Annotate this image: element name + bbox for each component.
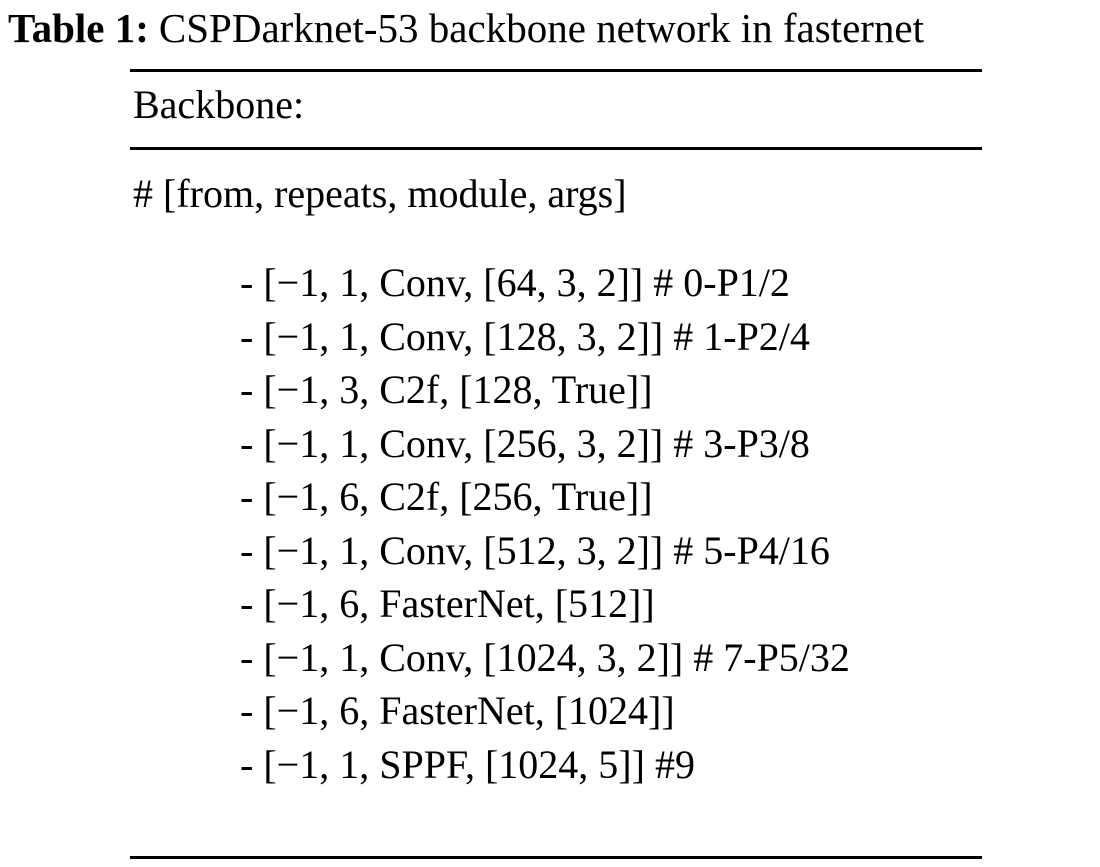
layer-row-6: - [−1, 6, FasterNet, [512]] xyxy=(240,581,655,626)
layer-row-9: - [−1, 1, SPPF, [1024, 5]] #9 xyxy=(240,741,695,787)
layer-row-8: - [−1, 6, FasterNet, [1024]] xyxy=(240,688,675,733)
layer-row-1: - [−1, 1, Conv, [128, 3, 2]] # 1-P2/4 xyxy=(240,313,810,359)
layer-row-0: - [−1, 1, Conv, [64, 3, 2]] # 0-P1/2 xyxy=(240,260,790,305)
layer-row-4: - [−1, 6, C2f, [256, True]] xyxy=(240,474,653,519)
caption-text: CSPDarknet-53 backbone network in faster… xyxy=(158,5,925,51)
header-rule xyxy=(130,147,982,150)
layer-row-7: - [−1, 1, Conv, [1024, 3, 2]] # 7-P5/32 xyxy=(240,634,850,680)
layer-row-3: - [−1, 1, Conv, [256, 3, 2]] # 3-P3/8 xyxy=(240,420,810,466)
bottom-rule xyxy=(130,856,982,859)
table-caption: Table 1:CSPDarknet-53 backbone network i… xyxy=(8,4,924,53)
format-comment: # [from, repeats, module, args] xyxy=(133,171,627,216)
layer-row-5: - [−1, 1, Conv, [512, 3, 2]] # 5-P4/16 xyxy=(240,527,830,573)
layer-list: - [−1, 1, Conv, [64, 3, 2]] # 0-P1/2 - [… xyxy=(240,256,850,791)
layer-row-2: - [−1, 3, C2f, [128, True]] xyxy=(240,367,653,412)
top-rule xyxy=(130,69,982,72)
caption-label: Table 1: xyxy=(8,5,149,51)
table-header: Backbone: xyxy=(133,82,305,127)
